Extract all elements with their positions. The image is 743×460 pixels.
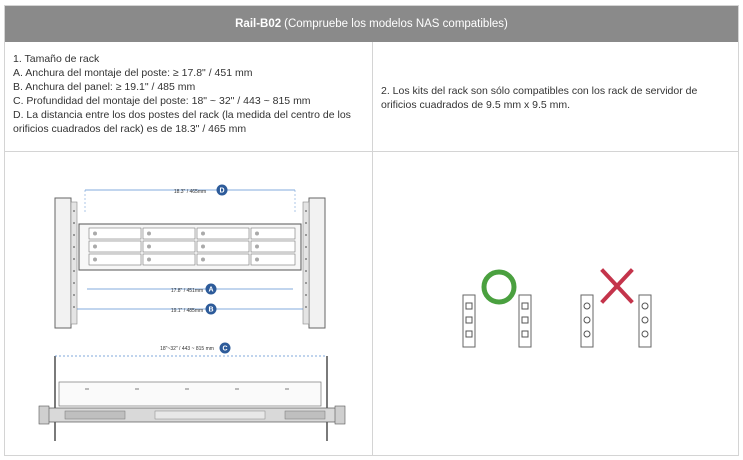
spec-title: 1. Tamaño de rack: [13, 53, 100, 65]
compatibility-note: 2. Los kits del rack son sólo compatible…: [381, 84, 731, 112]
rail-side-diagram: 18"~32" / 443 ~ 815 mm C: [38, 342, 346, 441]
note-line2: orificios cuadrados de 9.5 mm x 9.5 mm.: [381, 99, 571, 111]
badge-a-letter: A: [208, 287, 213, 294]
dimension-d-label: 18.3" / 465mm: [174, 189, 206, 195]
square-hole-rack-icon: [462, 294, 532, 348]
badge-c-letter: C: [222, 346, 227, 353]
badge-c: [219, 342, 231, 354]
badge-d: [216, 184, 228, 196]
incompatible-cross-icon: [600, 268, 634, 304]
spec-a: A. Anchura del montaje del poste: ≥ 17.8…: [13, 67, 253, 79]
badge-d-letter: D: [219, 188, 224, 195]
badge-b-letter: B: [208, 307, 213, 314]
dimension-c-label: 18"~32" / 443 ~ 815 mm: [160, 346, 214, 352]
column-divider: [372, 42, 373, 455]
rack-size-specs: 1. Tamaño de rack A. Anchura del montaje…: [13, 52, 368, 136]
row-divider: [5, 151, 738, 152]
spec-c: C. Profundidad del montaje del poste: 18…: [13, 95, 311, 107]
note-line1: 2. Los kits del rack son sólo compatible…: [381, 85, 698, 97]
dimension-a-label: 17.8" / 451mm: [171, 288, 203, 294]
badge-a: [205, 283, 217, 295]
model-subtitle: (Compruebe los modelos NAS compatibles): [284, 18, 508, 30]
compatible-check-icon: [481, 269, 517, 305]
spec-d-line1: D. La distancia entre los dos postes del…: [13, 109, 351, 121]
compatibility-icons: [462, 268, 652, 348]
round-hole-rack-icon: [580, 294, 652, 348]
compatibility-table: Rail-B02 (Compruebe los modelos NAS comp…: [4, 5, 739, 456]
table-header: Rail-B02 (Compruebe los modelos NAS comp…: [5, 6, 738, 42]
dimension-b-label: 19.1" / 485mm: [171, 308, 203, 314]
model-name: Rail-B02: [235, 18, 282, 30]
badge-b: [205, 303, 217, 315]
rack-front-diagram: 18.3" / 465mm D 17.8" / 451mm A 19.1" / …: [54, 184, 326, 329]
spec-d-line2: orificios cuadrados del rack) es de 18.3…: [13, 123, 247, 135]
spec-b: B. Anchura del panel: ≥ 19.1" / 485 mm: [13, 81, 196, 93]
